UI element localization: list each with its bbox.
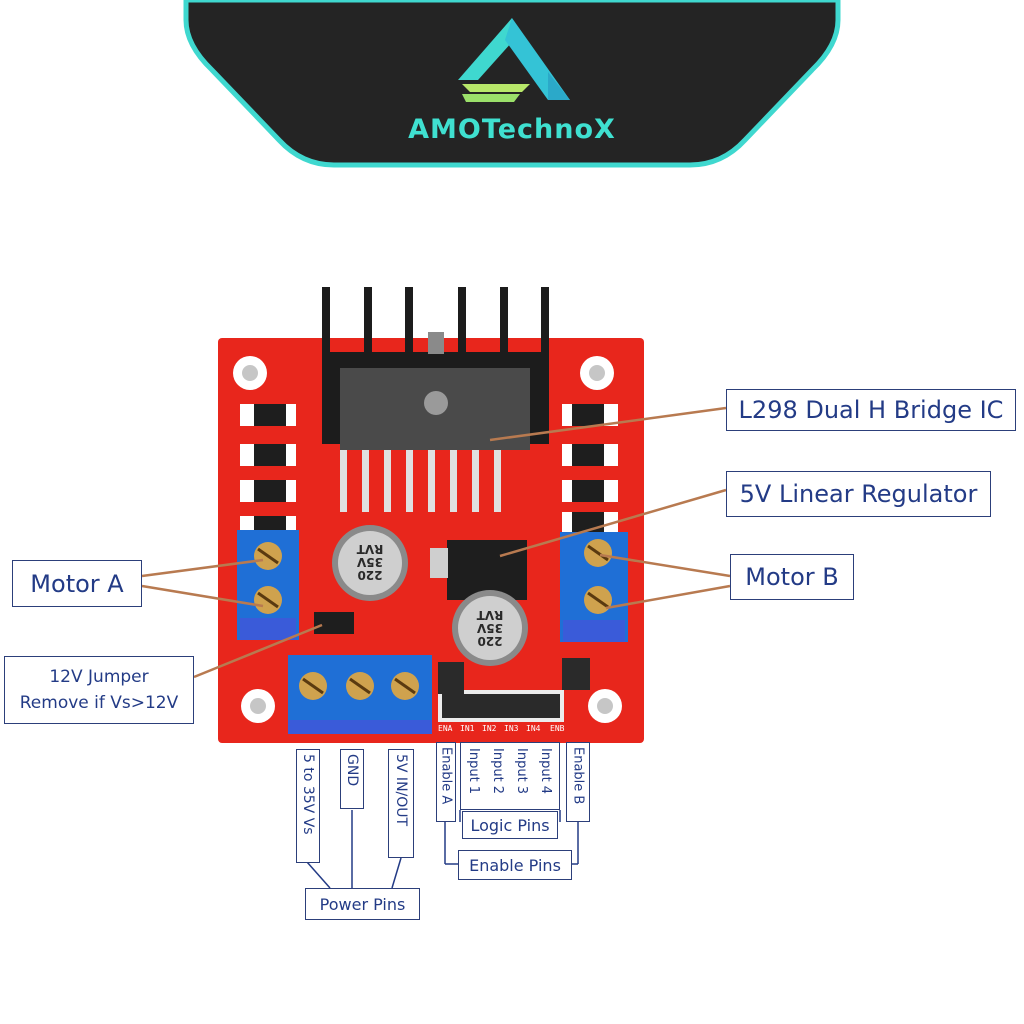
capacitor-marking-1: 220 35V RVT xyxy=(352,542,388,581)
power-5v-label: 5V IN/OUT xyxy=(388,749,414,858)
cap-value: 220 xyxy=(472,634,508,647)
enable-a-label: Enable A xyxy=(436,742,456,822)
silk-enb: ENB xyxy=(550,724,564,733)
motor-a-label: Motor A xyxy=(12,560,142,607)
cap-voltage: 35V xyxy=(352,555,388,568)
jumper-label-line1: 12V Jumper xyxy=(49,664,148,690)
input-1-label: Input 1 xyxy=(466,748,481,794)
power-pins-label: Power Pins xyxy=(305,888,420,920)
regulator-label: 5V Linear Regulator xyxy=(726,471,991,517)
cap-brand: RVT xyxy=(352,542,388,555)
input-3-label: Input 3 xyxy=(514,748,529,794)
motor-b-label: Motor B xyxy=(730,554,854,600)
jumper-label: 12V Jumper Remove if Vs>12V xyxy=(4,656,194,724)
enable-pins-label: Enable Pins xyxy=(458,850,572,880)
silk-in3: IN3 xyxy=(504,724,518,733)
power-vs-label: 5 to 35V Vs xyxy=(296,749,320,863)
input-2-label: Input 2 xyxy=(490,748,505,794)
motor-a-terminal xyxy=(237,530,299,640)
cap-brand: RVT xyxy=(472,608,508,621)
ic-label: L298 Dual H Bridge IC xyxy=(726,389,1016,431)
silk-in1: IN1 xyxy=(460,724,474,733)
silk-in4: IN4 xyxy=(526,724,540,733)
silk-in2: IN2 xyxy=(482,724,496,733)
motor-b-terminal xyxy=(560,532,628,642)
power-terminal xyxy=(288,655,432,734)
cap-value: 220 xyxy=(352,568,388,581)
jumper-label-line2: Remove if Vs>12V xyxy=(20,690,179,716)
input-4-label: Input 4 xyxy=(538,748,553,794)
12v-jumper xyxy=(314,612,354,634)
silk-ena: ENA xyxy=(438,724,452,733)
enable-b-label: Enable B xyxy=(566,742,590,822)
capacitor-marking-2: 220 35V RVT xyxy=(472,608,508,647)
logic-pins-label: Logic Pins xyxy=(462,811,558,839)
cap-voltage: 35V xyxy=(472,621,508,634)
power-gnd-label: GND xyxy=(340,749,364,809)
